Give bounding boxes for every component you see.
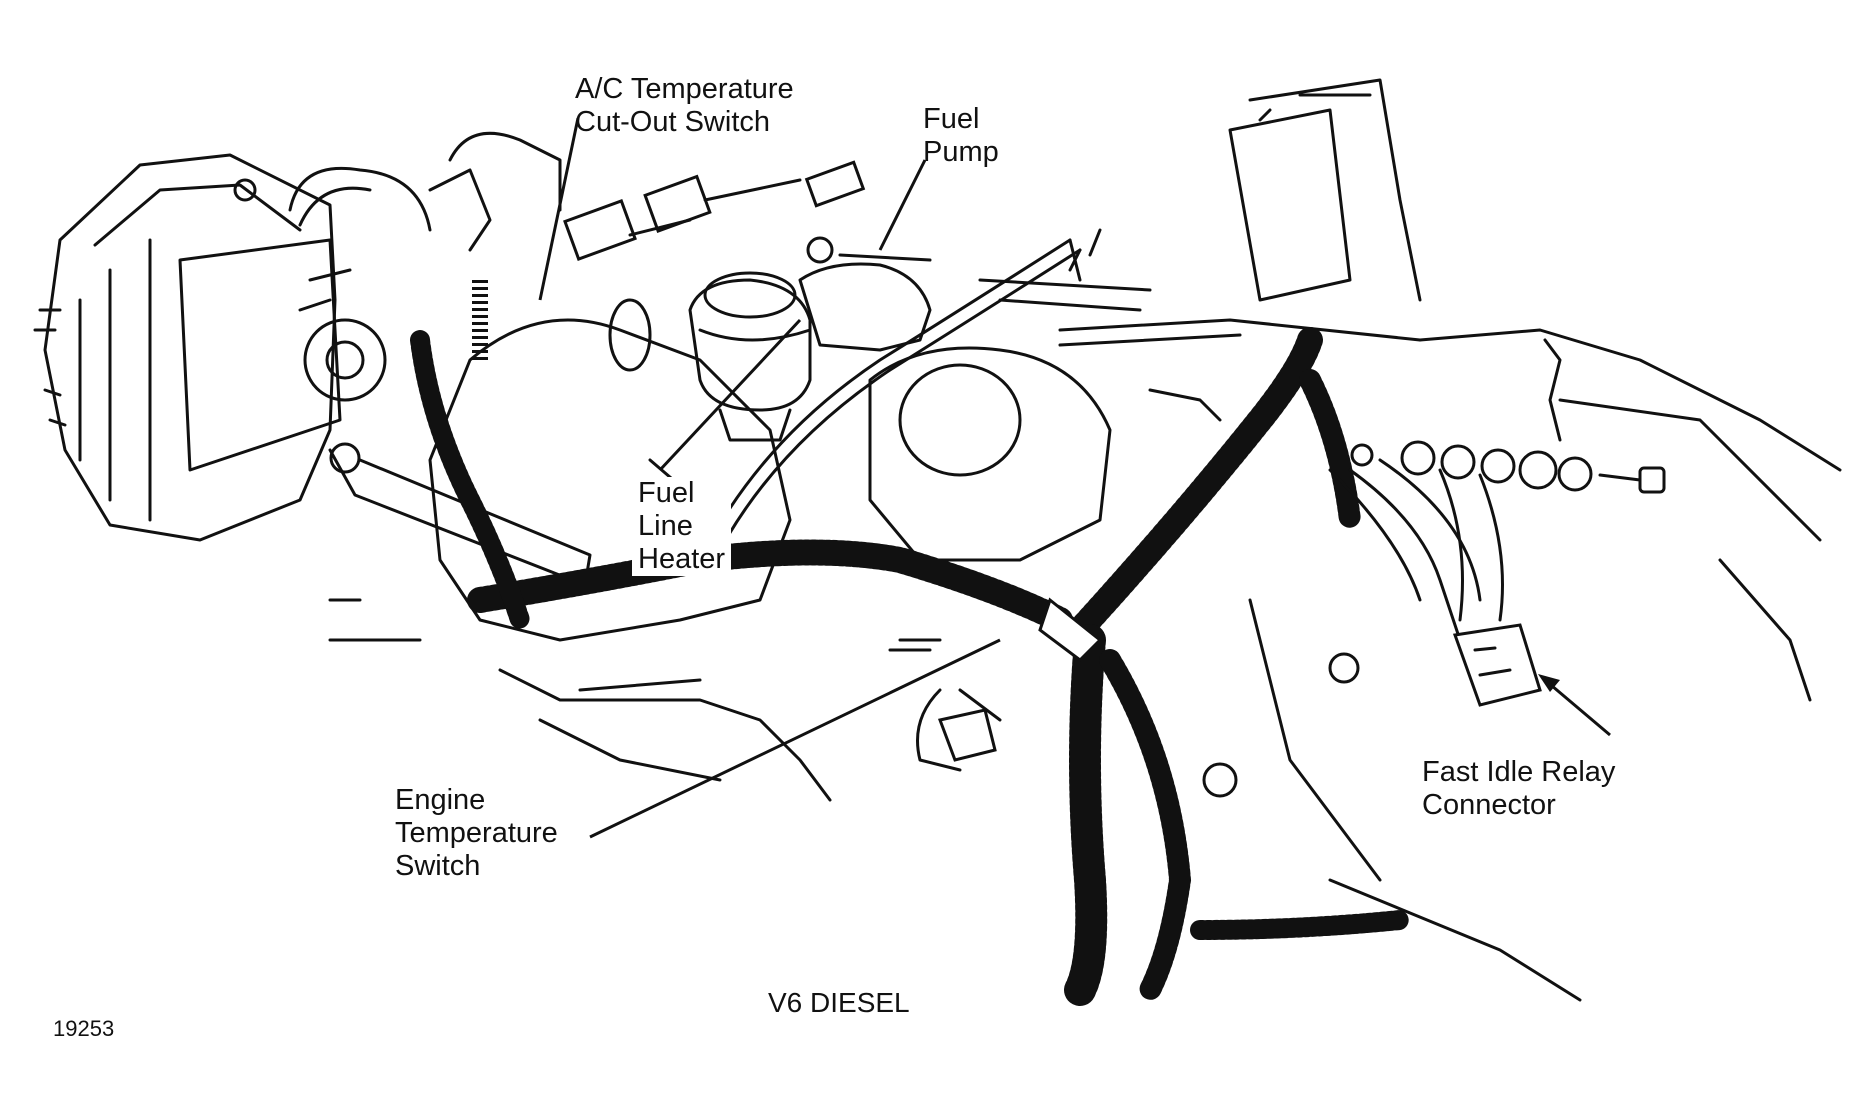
leader-lines [538, 117, 1611, 839]
top-connectors [428, 160, 866, 261]
fuel-pump-drawing [798, 236, 932, 352]
fuel-filter-canister [688, 271, 812, 442]
label-engine-temperature-switch: Engine Temperature Switch [395, 784, 558, 882]
fast-idle-relay-connector-drawing [1452, 623, 1542, 707]
label-ac-temperature-cutout-switch: A/C Temperature Cut-Out Switch [575, 73, 794, 138]
label-fuel-line-heater: Fuel Line Heater [632, 477, 732, 576]
fuel-pump-leader [878, 159, 927, 251]
fuel-lines [698, 238, 1082, 772]
label-fast-idle-relay-connector: Fast Idle Relay Connector [1422, 756, 1616, 821]
fuel-line-heater-leader [658, 318, 802, 472]
body-panel [1202, 78, 1842, 1002]
figure-caption: V6 DIESEL [768, 987, 910, 1018]
ac-switch-leader [538, 117, 580, 301]
fast-idle-relay-leader [1544, 678, 1611, 737]
wiring-harness [410, 280, 1482, 1006]
intake-assembly [868, 228, 1422, 562]
label-fuel-pump: Fuel Pump [923, 103, 999, 168]
figure-number: 19253 [53, 1016, 115, 1041]
temperature-switch-plug [888, 638, 997, 762]
alternator-drawing [33, 153, 432, 542]
engine-temp-switch-leader [589, 638, 1001, 839]
ground-terminals [1350, 338, 1666, 622]
